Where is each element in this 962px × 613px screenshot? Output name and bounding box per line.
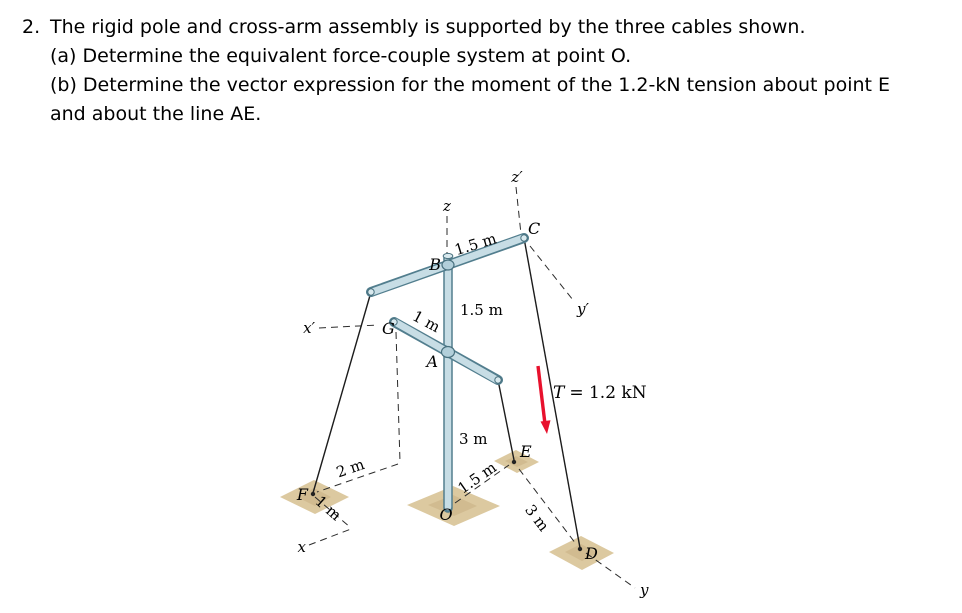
arm-tip-cap-left-top [367, 288, 375, 296]
x-prime-axis-line [318, 324, 379, 329]
ground-line-e-to-d [518, 468, 577, 545]
dim-ab: 1.5 m [460, 301, 503, 319]
dim-oa: 3 m [459, 430, 488, 448]
cable-arm-to-e [497, 379, 515, 461]
cable-c-to-d [523, 237, 581, 549]
g-drop-line [395, 331, 401, 463]
z-prime-axis-line [515, 186, 522, 235]
anchor-dot-f [310, 491, 316, 497]
cables [312, 237, 581, 549]
label-O: O [439, 505, 452, 524]
label-D: D [584, 544, 598, 563]
dim-ground-1-5m: 1.5 m [454, 458, 499, 497]
problem-number: 2. [22, 16, 41, 38]
arm-tip-cap-right-lower [494, 376, 502, 384]
axis-labels: z z′ y′ x′ x y [298, 168, 649, 599]
dim-ground-3m: 3 m [521, 501, 553, 535]
problem-part-b: (b) Determine the vector expression for … [50, 74, 891, 96]
joint-a [440, 345, 456, 359]
label-F: F [296, 485, 309, 504]
label-A: A [424, 352, 438, 371]
arm-tip-cap-c [520, 234, 528, 242]
tension-arrowhead-icon [540, 420, 551, 434]
shadow-point-d-core [565, 544, 598, 561]
label-z-prime-axis: z′ [510, 168, 523, 186]
problem-statement: 2. The rigid pole and cross-arm assembly … [22, 13, 942, 129]
label-y-axis: y [639, 581, 649, 599]
y-axis-line [585, 552, 636, 589]
label-B: B [428, 255, 441, 274]
tension-arrow [536, 365, 547, 425]
x-axis-line [308, 528, 352, 546]
problem-intro-text: The rigid pole and cross-arm assembly is… [50, 16, 806, 38]
label-E: E [519, 442, 532, 461]
ground-line-g-to-f [316, 463, 399, 493]
shadow-point-f-core [297, 488, 331, 506]
tension-value: = 1.2 kN [569, 383, 646, 403]
label-C: C [528, 219, 540, 238]
anchor-dot-d [577, 546, 583, 552]
point-labels: B C G A O E F D [296, 219, 598, 563]
label-z-axis: z [442, 197, 451, 215]
ground-line-f-offset [314, 496, 352, 529]
problem-part-b-cont: and about the line AE. [50, 103, 262, 125]
label-y-prime-axis: y′ [576, 300, 589, 318]
pole-top-cap [442, 252, 454, 260]
label-x-prime-axis: x′ [303, 319, 315, 337]
dim-ground-2m: 2 m [334, 455, 367, 481]
shadow-point-e-core [505, 456, 528, 467]
label-G: G [382, 319, 395, 338]
joint-b [441, 259, 455, 271]
anchor-dots [310, 459, 583, 552]
arm-tip-cap-g [390, 318, 398, 326]
pole-assembly [366, 233, 529, 513]
tension-label: T= 1.2 kN [553, 383, 647, 403]
problem-line-1: 2. The rigid pole and cross-arm assembly … [22, 13, 942, 42]
label-x-axis: x [298, 538, 307, 556]
problem-part-a: (a) Determine the equivalent force-coupl… [50, 45, 632, 67]
anchor-dot-e [511, 459, 517, 465]
cable-arm-to-f [312, 291, 372, 494]
tension-force: T= 1.2 kN [536, 365, 647, 434]
tension-symbol: T [553, 383, 566, 403]
dashed-lines [308, 186, 636, 589]
y-prime-axis-line [529, 245, 574, 301]
